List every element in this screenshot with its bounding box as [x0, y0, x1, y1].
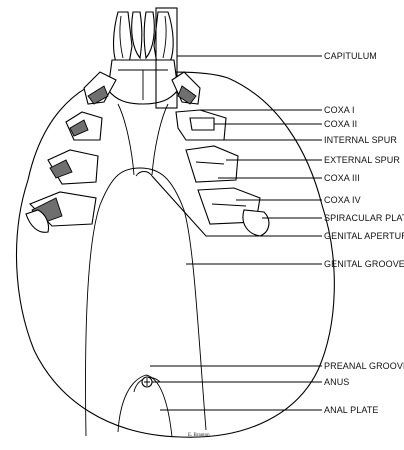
label-coxa-i: COXA I: [324, 105, 355, 115]
label-coxa-iv: COXA IV: [324, 195, 361, 205]
label-coxa-iii: COXA III: [324, 173, 360, 183]
right-coxae: [172, 72, 269, 236]
leader-lines: [150, 56, 322, 410]
label-capitulum: CAPITULUM: [324, 51, 377, 61]
label-spiracular-plate: SPIRACULAR PLATE: [324, 213, 404, 223]
label-preanal-groove: PREANAL GROOVE: [324, 361, 404, 371]
label-genital-groove: GENITAL GROOVE: [324, 259, 404, 269]
genital-groove-line: [86, 168, 206, 436]
left-coxae: [26, 72, 116, 232]
sternal-region: [118, 104, 168, 175]
label-genital-aperture: GENITAL APERTURE: [324, 231, 404, 241]
genital-aperture-mark: [136, 172, 152, 177]
label-anus: ANUS: [324, 377, 349, 387]
label-anal-plate: ANAL PLATE: [324, 405, 379, 415]
label-internal-spur: INTERNAL SPUR: [324, 135, 397, 145]
label-external-spur: EXTERNAL SPUR: [324, 155, 400, 165]
label-coxa-ii: COXA II: [324, 119, 357, 129]
artist-signature: E. Branton: [188, 433, 210, 438]
capitulum-shape: [108, 12, 178, 104]
